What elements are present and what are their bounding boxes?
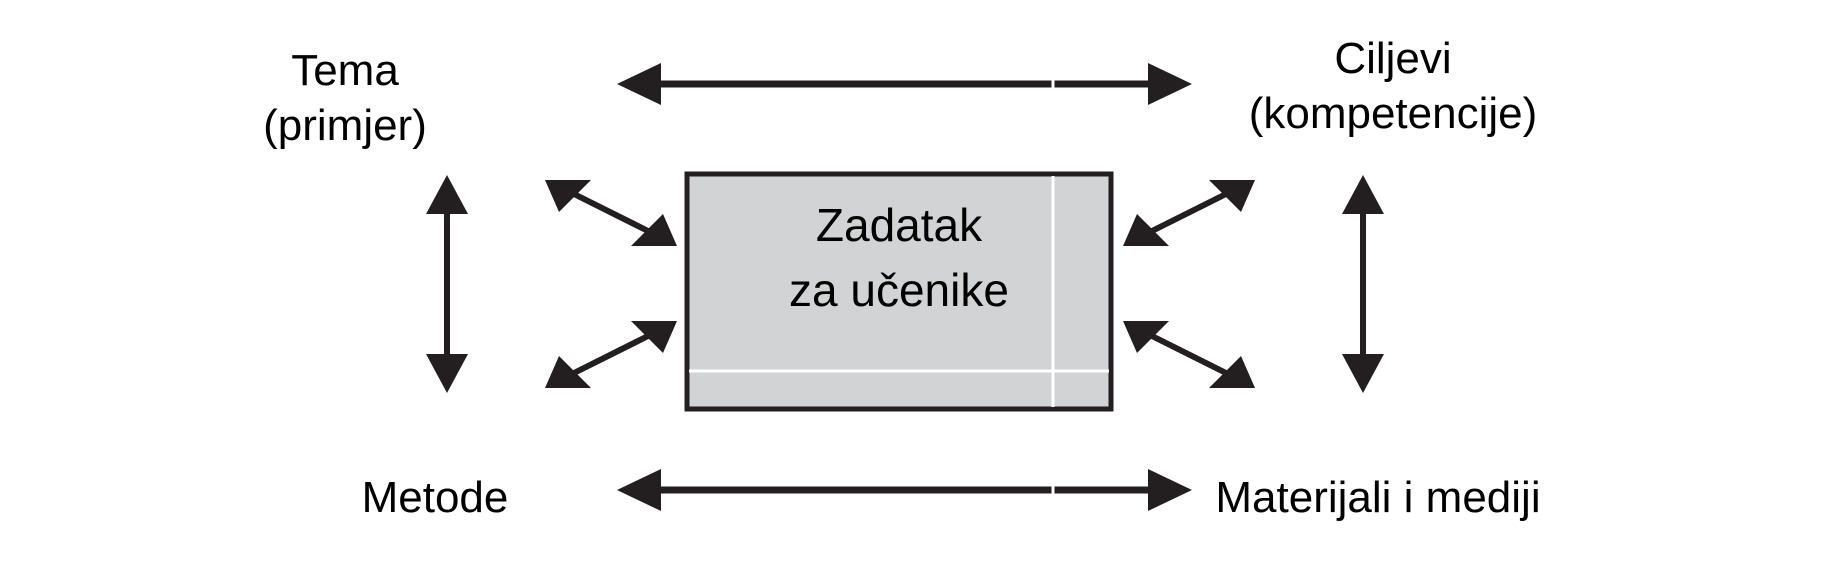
center-box-line2: za učenike (789, 264, 1009, 316)
label-top-right-line1: Ciljevi (1334, 34, 1451, 83)
diagonal-lower-left-double-arrow (545, 321, 677, 388)
center-box-line1: Zadatak (816, 199, 983, 251)
top-horizontal-double-arrow (617, 63, 1192, 105)
center-task-box: Zadatak za učenike (684, 171, 1114, 412)
diagonal-upper-left-double-arrow (545, 180, 677, 246)
diagonal-upper-right-double-arrow (1123, 180, 1255, 246)
label-bottom-left: Metode (362, 473, 509, 522)
label-top-left-line2: (primjer) (263, 101, 427, 150)
label-top-left-line1: Tema (291, 46, 399, 95)
label-bottom-right: Materijali i mediji (1215, 473, 1540, 522)
label-top-right-line2: (kompetencije) (1249, 89, 1538, 138)
left-vertical-double-arrow (426, 175, 468, 393)
diagonal-lower-right-double-arrow (1123, 321, 1255, 388)
bottom-horizontal-double-arrow (617, 469, 1192, 511)
right-vertical-double-arrow (1342, 175, 1384, 393)
